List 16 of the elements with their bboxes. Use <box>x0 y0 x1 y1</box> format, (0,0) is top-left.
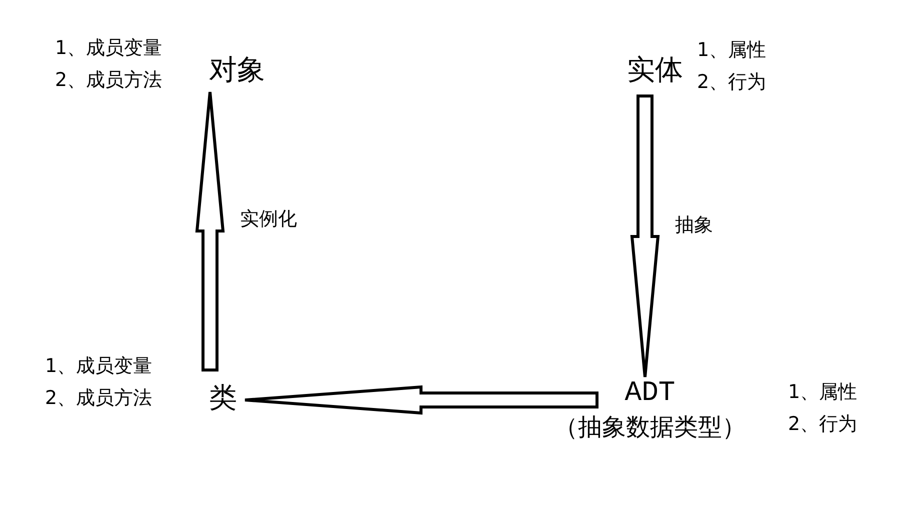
attribute-note: 1、属性 <box>697 38 766 63</box>
attribute-note: 2、行为 <box>697 70 766 95</box>
hollow-arrow <box>195 90 225 372</box>
node-subtitle: （抽象数据类型） <box>554 412 746 444</box>
attribute-note: 1、属性 <box>788 380 858 405</box>
attribute-note: 1、成员变量 <box>45 354 152 379</box>
attribute-note: 2、行为 <box>788 412 858 437</box>
hollow-arrow <box>244 385 598 415</box>
attribute-note: 2、成员方法 <box>55 68 162 93</box>
node-title: ADT <box>624 377 676 411</box>
node-title: 实体 <box>627 52 683 88</box>
attribute-note: 2、成员方法 <box>45 386 152 411</box>
attribute-note: 1、成员变量 <box>55 36 162 61</box>
node-title: 类 <box>209 380 237 416</box>
hollow-arrow <box>630 94 660 378</box>
node-title: 对象 <box>209 52 265 88</box>
